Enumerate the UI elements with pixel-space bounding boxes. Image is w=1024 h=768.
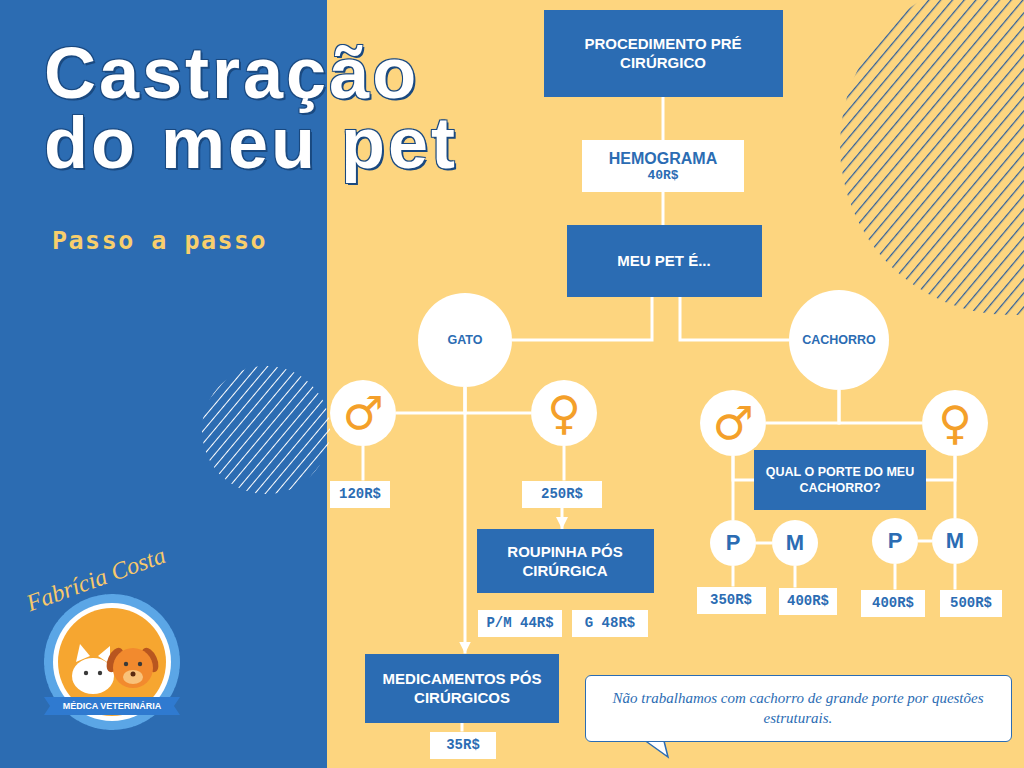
cat-eye xyxy=(98,671,102,675)
node-text: 350R$ xyxy=(710,592,752,609)
node-text: 120R$ xyxy=(339,486,381,503)
price-tag: P/M 44R$ xyxy=(478,610,562,637)
connector-line xyxy=(461,723,464,732)
dog-eye xyxy=(138,662,142,666)
node-text: GATO xyxy=(448,333,483,347)
node-text: 400R$ xyxy=(872,595,914,612)
connector-line xyxy=(918,540,932,543)
dog-snout xyxy=(123,670,143,684)
node-text: HEMOGRAMA xyxy=(609,149,717,168)
connector-line xyxy=(733,456,754,480)
size-circle: M xyxy=(932,518,978,564)
price-tag: 400R$ xyxy=(779,588,837,615)
connector-line xyxy=(766,390,839,423)
hatched-circle xyxy=(840,0,1024,315)
logo-ribbon xyxy=(44,697,180,715)
connector-line xyxy=(954,456,957,518)
node-text: 250R$ xyxy=(541,486,583,503)
connectors xyxy=(363,97,955,732)
connector-line xyxy=(732,566,735,587)
size-circle: M xyxy=(772,520,818,566)
dog-eye xyxy=(124,662,128,666)
connector-line xyxy=(563,446,566,481)
connector-line xyxy=(732,456,735,520)
connector-line xyxy=(512,297,652,340)
price-tag: 400R$ xyxy=(861,590,925,617)
price-tag: 500R$ xyxy=(940,590,1002,617)
sex-symbol-circle: ♀ xyxy=(922,390,988,456)
choice-circle: CACHORRO xyxy=(789,290,889,390)
hatched-circle xyxy=(202,366,330,494)
connector-line xyxy=(680,297,789,340)
node-text: QUAL O PORTE DO MEU CACHORRO? xyxy=(762,464,918,497)
connector-line xyxy=(396,387,465,413)
node-text: Não trabalhamos com cachorro de grande p… xyxy=(596,688,1001,729)
price-tag: 35R$ xyxy=(430,732,496,759)
node-text: M xyxy=(786,532,804,554)
process-box: PROCEDIMENTO PRÉ CIRÚRGICO xyxy=(544,10,783,97)
node-text: 500R$ xyxy=(950,595,992,612)
page-title: Castração do meu pet xyxy=(44,38,484,178)
node-text: ROUPINHA PÓS CIRÚRGICA xyxy=(485,542,646,581)
node-text: ♀ xyxy=(547,390,581,436)
sex-symbol-circle: ♂ xyxy=(330,380,396,446)
connector-line xyxy=(926,456,955,480)
process-box: QUAL O PORTE DO MEU CACHORRO? xyxy=(754,450,926,510)
node-text: P/M 44R$ xyxy=(486,615,553,632)
sex-symbol-circle: ♂ xyxy=(700,390,766,456)
price-tag: 350R$ xyxy=(697,587,766,614)
logo xyxy=(44,598,180,726)
node-text: P xyxy=(726,532,741,554)
connector-line xyxy=(894,564,897,590)
node-text: 40R$ xyxy=(647,168,678,184)
process-box: MEU PET É... xyxy=(567,225,762,297)
connector-line xyxy=(362,446,365,481)
ribbon-text: MÉDICA VETERINÁRIA xyxy=(52,698,172,714)
connector-line xyxy=(839,390,922,423)
cat-eye xyxy=(84,671,88,675)
node-text: G 48R$ xyxy=(585,615,635,632)
process-box: ROUPINHA PÓS CIRÚRGICA xyxy=(477,529,654,593)
connector-line xyxy=(954,564,957,590)
node-text: P xyxy=(888,530,903,552)
connector-line xyxy=(756,542,772,545)
connector-line xyxy=(561,508,564,530)
subtitle: Passo a passo xyxy=(52,226,322,255)
node-text: 35R$ xyxy=(446,737,480,754)
dog-head xyxy=(113,648,153,688)
sex-symbol-circle: ♀ xyxy=(531,380,597,446)
connector-line xyxy=(662,192,665,225)
node-text: ♀ xyxy=(938,400,972,446)
note-bubble: Não trabalhamos com cachorro de grande p… xyxy=(585,675,1012,742)
node-text: 400R$ xyxy=(787,593,829,610)
node-text: M xyxy=(946,530,964,552)
node-text: ♂ xyxy=(342,390,383,436)
node-text: ♂ xyxy=(712,400,753,446)
connector-line xyxy=(464,387,467,654)
logo-scallop xyxy=(48,598,176,726)
connector-line xyxy=(662,97,665,141)
dog-nose xyxy=(131,672,136,677)
node-text: MEU PET É... xyxy=(617,251,710,271)
price-tag: 250R$ xyxy=(522,481,602,508)
logo-ring xyxy=(53,603,171,721)
connector-line xyxy=(465,387,531,413)
process-box: MEDICAMENTOS PÓS CIRÚRGICOS xyxy=(365,654,559,723)
price-tag: G 48R$ xyxy=(572,610,648,637)
size-circle: P xyxy=(872,518,918,564)
node-text: PROCEDIMENTO PRÉ CIRÚRGICO xyxy=(552,34,775,73)
choice-circle: GATO xyxy=(418,293,512,387)
cost-box: HEMOGRAMA40R$ xyxy=(582,140,744,192)
connector-line xyxy=(794,566,797,588)
size-circle: P xyxy=(710,520,756,566)
node-text: CACHORRO xyxy=(802,333,876,347)
node-text: MEDICAMENTOS PÓS CIRÚRGICOS xyxy=(373,669,551,708)
price-tag: 120R$ xyxy=(330,481,390,508)
